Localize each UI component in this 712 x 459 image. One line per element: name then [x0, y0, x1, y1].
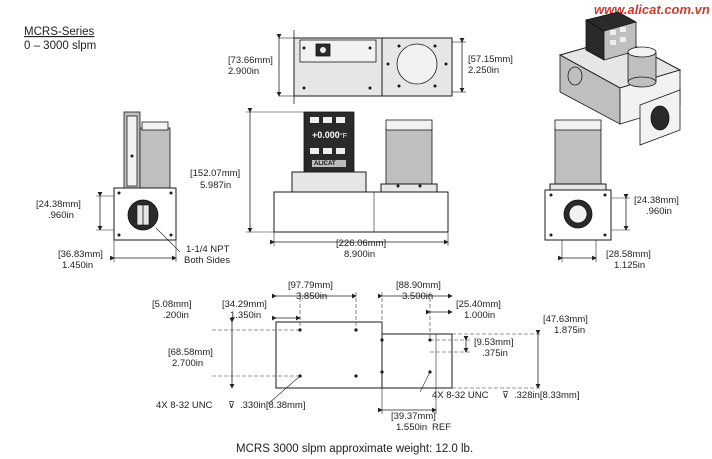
dim-top-width-in: 2.900in	[228, 66, 259, 77]
series-title: MCRS-Series	[24, 26, 95, 38]
front-view	[246, 108, 449, 246]
dim-bottom-i-mm: [39.37mm]	[391, 411, 436, 422]
bottom-view	[212, 292, 541, 414]
watermark-url: www.alicat.com.vn	[594, 2, 710, 17]
dim-top-depth-mm: [57.15mm]	[468, 54, 513, 65]
dim-left-width-in: 1.450in	[62, 260, 93, 271]
depth-right-icon: ⊽	[502, 390, 509, 401]
display-readout: +0.000	[312, 130, 340, 140]
dim-height-in: 5.987in	[200, 180, 231, 191]
dim-bottom-c-mm: [97.79mm]	[288, 280, 333, 291]
dim-bottom-f-mm: [47.63mm]	[543, 314, 588, 325]
dim-right-width-in: 1.125in	[614, 260, 645, 271]
dim-bottom-a-in: .200in	[163, 310, 189, 321]
isometric-view	[558, 11, 682, 146]
dim-top-depth-in: 2.250in	[468, 65, 499, 76]
npt-sides-label: Both Sides	[184, 255, 230, 266]
thread-right-spec: 4X 8-32 UNC	[432, 390, 489, 401]
dim-right-port-mm: [24.38mm]	[634, 195, 679, 206]
dim-left-port-in: .960in	[48, 210, 74, 221]
dim-bottom-e-mm: [25.40mm]	[456, 299, 501, 310]
left-side-view	[96, 111, 181, 262]
dim-bottom-b-mm: [34.29mm]	[222, 299, 267, 310]
dim-bottom-i-in: 1.550in	[396, 422, 427, 433]
dim-bottom-h-in: .375in	[482, 348, 508, 359]
dim-length-in: 8.900in	[344, 249, 375, 260]
dim-bottom-h-mm: [9.53mm]	[474, 337, 514, 348]
dim-length-mm: [226.06mm]	[336, 238, 386, 249]
dim-bottom-f-in: 1.875in	[554, 325, 585, 336]
dim-top-width-mm: [73.66mm]	[228, 55, 273, 66]
dim-right-width-mm: [28.58mm]	[606, 249, 651, 260]
dim-bottom-b-in: 1.350in	[230, 310, 261, 321]
dim-bottom-d-mm: [88.90mm]	[396, 280, 441, 291]
thread-right-depth: .328in[8.33mm]	[514, 390, 579, 401]
dim-bottom-i-ref: REF	[432, 422, 451, 433]
display-brand: ALICAT	[314, 161, 336, 167]
right-side-view	[544, 119, 630, 262]
dim-bottom-e-in: 1.000in	[464, 310, 495, 321]
weight-note: MCRS 3000 slpm approximate weight: 12.0 …	[236, 443, 473, 455]
thread-left-spec: 4X 8-32 UNC	[156, 400, 213, 411]
dim-bottom-a-mm: [5.08mm]	[152, 299, 192, 310]
display-unit: °F	[340, 132, 347, 140]
dim-bottom-g-in: 2.700in	[172, 358, 203, 369]
flow-range: 0 – 3000 slpm	[24, 40, 96, 52]
dim-bottom-g-mm: [68.58mm]	[168, 347, 213, 358]
dim-height-mm: [152.07mm]	[190, 168, 240, 179]
npt-label: 1-1/4 NPT	[186, 244, 229, 255]
dim-right-port-in: .960in	[646, 206, 672, 217]
dim-bottom-d-in: 3.500in	[402, 291, 433, 302]
depth-left-icon: ⊽	[228, 400, 235, 411]
thread-left-depth: .330in[8.38mm]	[240, 400, 305, 411]
dim-bottom-c-in: 3.850in	[296, 291, 327, 302]
dim-left-width-mm: [36.83mm]	[58, 249, 103, 260]
dim-left-port-mm: [24.38mm]	[36, 199, 81, 210]
top-view	[276, 30, 466, 104]
